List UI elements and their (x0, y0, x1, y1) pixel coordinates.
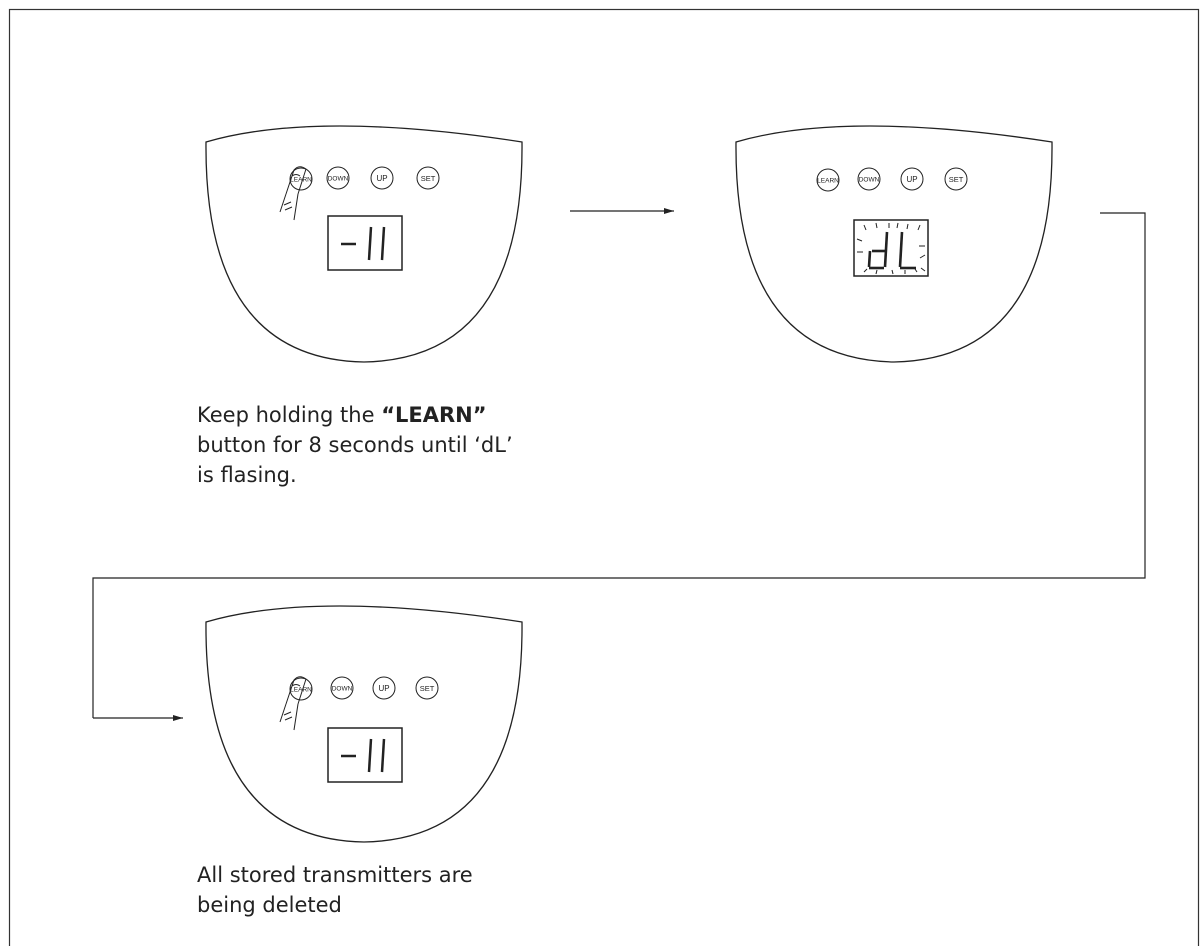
display-1 (327, 215, 403, 271)
button-set[interactable]: SET (415, 676, 439, 700)
button-down[interactable]: DOWN (857, 167, 881, 191)
display-2-flashing (853, 219, 929, 277)
button-set-label: SET (420, 684, 435, 693)
button-up[interactable]: UP (900, 167, 924, 191)
button-learn[interactable]: LEARN (816, 168, 840, 192)
button-up[interactable]: UP (370, 166, 394, 190)
digit-d (867, 231, 889, 270)
button-set-label: SET (949, 175, 964, 184)
caption-step-2-line2: being deleted (197, 893, 342, 917)
button-up-label: UP (906, 175, 917, 184)
button-learn-label: LEARN (290, 687, 312, 694)
button-down[interactable]: DOWN (326, 166, 350, 190)
caption-step-1-prefix: Keep holding the (197, 403, 382, 427)
digit-l (898, 231, 916, 270)
caption-step-1-line2: button for 8 seconds until ‘dL’ (197, 433, 513, 457)
button-set-label: SET (421, 174, 436, 183)
finger-icon (279, 166, 307, 221)
control-panel-2: LEARN DOWN UP SET (735, 125, 1053, 363)
caption-step-1: Keep holding the “LEARN” button for 8 se… (197, 400, 637, 490)
flashing-rays (856, 222, 926, 275)
button-down-label: DOWN (332, 686, 353, 693)
caption-step-2: All stored transmitters are being delete… (197, 860, 637, 920)
button-up-label: UP (378, 684, 389, 693)
caption-step-2-line1: All stored transmitters are (197, 863, 473, 887)
panel-housing (205, 605, 523, 843)
button-learn-label: LEARN (290, 177, 312, 184)
button-set[interactable]: SET (944, 167, 968, 191)
button-learn-label: LEARN (817, 178, 839, 185)
connector-step2-to-step3 (92, 212, 1146, 718)
button-up-label: UP (376, 174, 387, 183)
caption-step-1-line3: is flasing. (197, 463, 297, 487)
button-down-label: DOWN (328, 176, 349, 183)
button-up[interactable]: UP (372, 676, 396, 700)
button-down-label: DOWN (859, 177, 880, 184)
page-border (8, 8, 1200, 946)
button-learn[interactable]: LEARN (289, 677, 313, 701)
button-set[interactable]: SET (416, 166, 440, 190)
display-3 (327, 727, 403, 783)
finger-icon (279, 676, 307, 731)
caption-step-1-learn: “LEARN” (381, 403, 487, 427)
button-learn[interactable]: LEARN (289, 167, 313, 191)
control-panel-1: LEARN DOWN UP SET (205, 125, 523, 363)
control-panel-3: LEARN DOWN UP SET (205, 605, 523, 843)
button-down[interactable]: DOWN (330, 676, 354, 700)
